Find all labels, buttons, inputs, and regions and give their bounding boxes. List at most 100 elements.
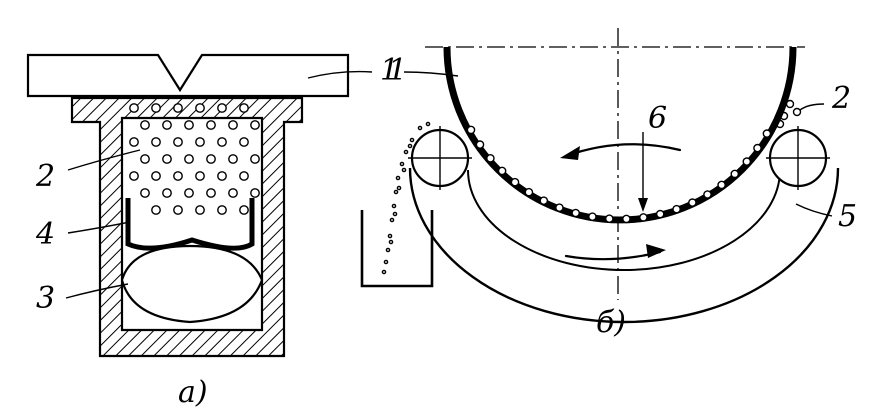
powder-particle [162, 154, 172, 164]
powder-particle [129, 103, 139, 113]
leader-2 [67, 149, 141, 171]
powder-layer-particle [497, 166, 507, 176]
powder-layer-particle [571, 208, 581, 218]
conveyor-belt [408, 167, 840, 324]
falling-particle [409, 137, 415, 143]
falling-particle [403, 149, 409, 155]
powder-particle [206, 188, 216, 198]
powder-particle [206, 154, 216, 164]
powder-layer-particle [475, 140, 485, 149]
falling-particle [392, 211, 398, 217]
powder-layer-particle [703, 190, 712, 199]
drum-rotation-arrow [564, 143, 682, 158]
powder-particle [184, 154, 194, 164]
label-belt: 5 [838, 199, 857, 234]
powder-particle [140, 154, 150, 164]
powder-particle [239, 103, 249, 113]
die-body [70, 96, 304, 358]
powder-particle [217, 137, 227, 147]
powder-particle [195, 103, 205, 113]
powder-particle [250, 188, 260, 198]
powder-layer-particle [466, 125, 476, 135]
powder-particle [217, 205, 227, 215]
falling-particle [393, 189, 399, 195]
belt-inner-edge [467, 169, 781, 271]
powder-particle [151, 137, 161, 147]
falling-particle [407, 143, 413, 149]
powder-layer-particle [753, 143, 762, 153]
powder-layer-particle [730, 169, 740, 179]
falling-particle [417, 125, 423, 131]
falling-particle [388, 239, 394, 245]
powder-particle [184, 120, 194, 130]
powder-particle [239, 171, 249, 181]
leader-belt [795, 203, 833, 217]
leader-drum [403, 71, 459, 77]
label-elastic-bag: 3 [36, 281, 55, 316]
label-holder: 4 [35, 217, 55, 252]
label-feed: 6 [648, 101, 667, 136]
powder-layer-particle [622, 214, 631, 224]
punch-plate [26, 53, 350, 98]
falling-particle [385, 247, 391, 253]
falling-particle [399, 161, 405, 167]
label-powder-b: 2 [831, 81, 851, 116]
figure-b: 1 2 6 5 б) [360, 28, 857, 340]
label-powder: 2 [35, 159, 55, 194]
powder-particle [250, 154, 260, 164]
collecting-vessel [360, 210, 434, 288]
powder-layer-particle [524, 187, 534, 197]
powder-layer-particle [742, 157, 752, 166]
powder-particle [228, 154, 238, 164]
powder-particle [129, 137, 139, 147]
powder-layer-particle [588, 212, 597, 221]
powder-layer-particle [762, 129, 772, 138]
powder-particle [228, 120, 238, 130]
leader-3 [65, 283, 129, 299]
powder-particle [173, 103, 183, 113]
powder-particle [162, 120, 172, 130]
powder-particle [140, 188, 150, 198]
belt-motion-arrow [564, 250, 662, 261]
powder-layer [466, 125, 772, 224]
drum-arrow-head [560, 146, 580, 160]
powder-particle [151, 205, 161, 215]
drum [443, 46, 797, 224]
right-roller [766, 126, 830, 190]
powder-particle [250, 120, 260, 130]
feed-arrow-head [638, 198, 648, 212]
powder-layer-particle [672, 204, 681, 214]
powder-particle [195, 137, 205, 147]
drum-inner [450, 46, 790, 217]
leader-powder [799, 103, 825, 111]
powder-particle [228, 188, 238, 198]
falling-particle [383, 259, 389, 265]
left-roller [408, 126, 472, 190]
falling-particle [425, 121, 431, 127]
powder-particle [173, 205, 183, 215]
caption-a: а) [178, 375, 208, 410]
falling-particle [381, 269, 387, 275]
leader-4 [67, 221, 131, 234]
elastic-bag [120, 244, 264, 324]
label-punch: 1 [380, 53, 399, 88]
powder-particle [239, 137, 249, 147]
caption-b: б) [596, 305, 626, 340]
falling-particle [401, 167, 407, 173]
falling-particle [387, 233, 393, 239]
powder-particle [173, 171, 183, 181]
powder-layer-particle [510, 177, 520, 187]
belt-arrow-head [646, 244, 666, 258]
powder-layer-particle [555, 203, 564, 212]
powder-particle [206, 120, 216, 130]
powder-layer-particle [539, 196, 549, 205]
falling-particle [395, 175, 401, 181]
powder-particle [217, 103, 227, 113]
powder-particle [195, 171, 205, 181]
powder-particle [195, 205, 205, 215]
powder-particle [129, 171, 139, 181]
falling-particle [391, 203, 397, 209]
falling-particle [396, 185, 402, 191]
powder-particle [217, 171, 227, 181]
